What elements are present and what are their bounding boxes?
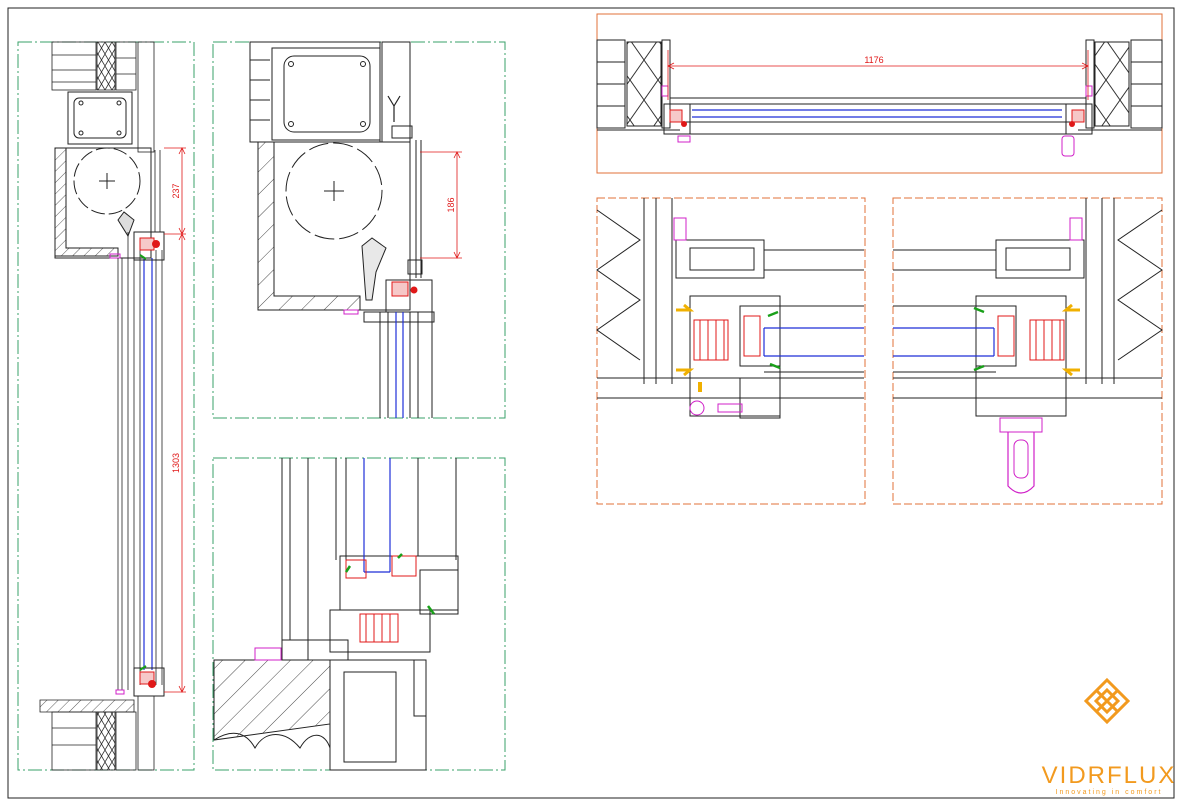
- brand-tagline: Innovating in comfort: [1056, 789, 1163, 796]
- thermal-break: [693, 315, 761, 361]
- panel-jamb-detail-right: [892, 197, 1163, 505]
- roller-shutter-box: [54, 147, 152, 259]
- dimension-lines: [667, 50, 1089, 100]
- dimension-lines: [164, 147, 186, 693]
- panel-horizontal-plan: 1176: [596, 13, 1163, 174]
- panel-vertical-section: 237 1303: [17, 41, 195, 771]
- glass-pane: [363, 458, 391, 573]
- thermal-break: [345, 555, 417, 643]
- window-sill: [39, 695, 155, 771]
- panel-frame: [17, 41, 195, 771]
- dimension-lines: [420, 151, 462, 259]
- panel-sill-detail: [212, 457, 506, 771]
- glass-pane: [893, 327, 995, 357]
- lintel-block: [67, 91, 133, 145]
- panel-frame: [596, 197, 866, 505]
- thermal-break: [997, 315, 1065, 361]
- roller-drum: [73, 147, 141, 215]
- wall-top: [51, 41, 155, 153]
- window-profile: [117, 150, 163, 690]
- panel-frame: [892, 197, 1163, 505]
- top-sash-detail: [133, 231, 165, 261]
- vidreflux-diamond-logo-icon: [1083, 677, 1131, 725]
- panel-frame: [212, 41, 506, 419]
- dimension-window-height: 1303: [171, 453, 181, 473]
- panel-jamb-detail-left: [596, 197, 866, 505]
- dimension-box-height: 237: [171, 183, 181, 198]
- brand-name: VIDRFLUX: [1042, 762, 1177, 789]
- glass-pane: [395, 312, 404, 418]
- glass-pane: [763, 327, 864, 357]
- sheet-border: [7, 7, 1175, 799]
- dimension-plan-width: 1176: [864, 55, 883, 65]
- glass-pane: [143, 258, 153, 670]
- dimension-box-detail-height: 186: [446, 197, 456, 212]
- panel-frame: [596, 13, 1163, 174]
- roller-drum: [285, 142, 383, 240]
- glass-pane: [692, 109, 1062, 118]
- panel-box-detail: 186: [212, 41, 506, 419]
